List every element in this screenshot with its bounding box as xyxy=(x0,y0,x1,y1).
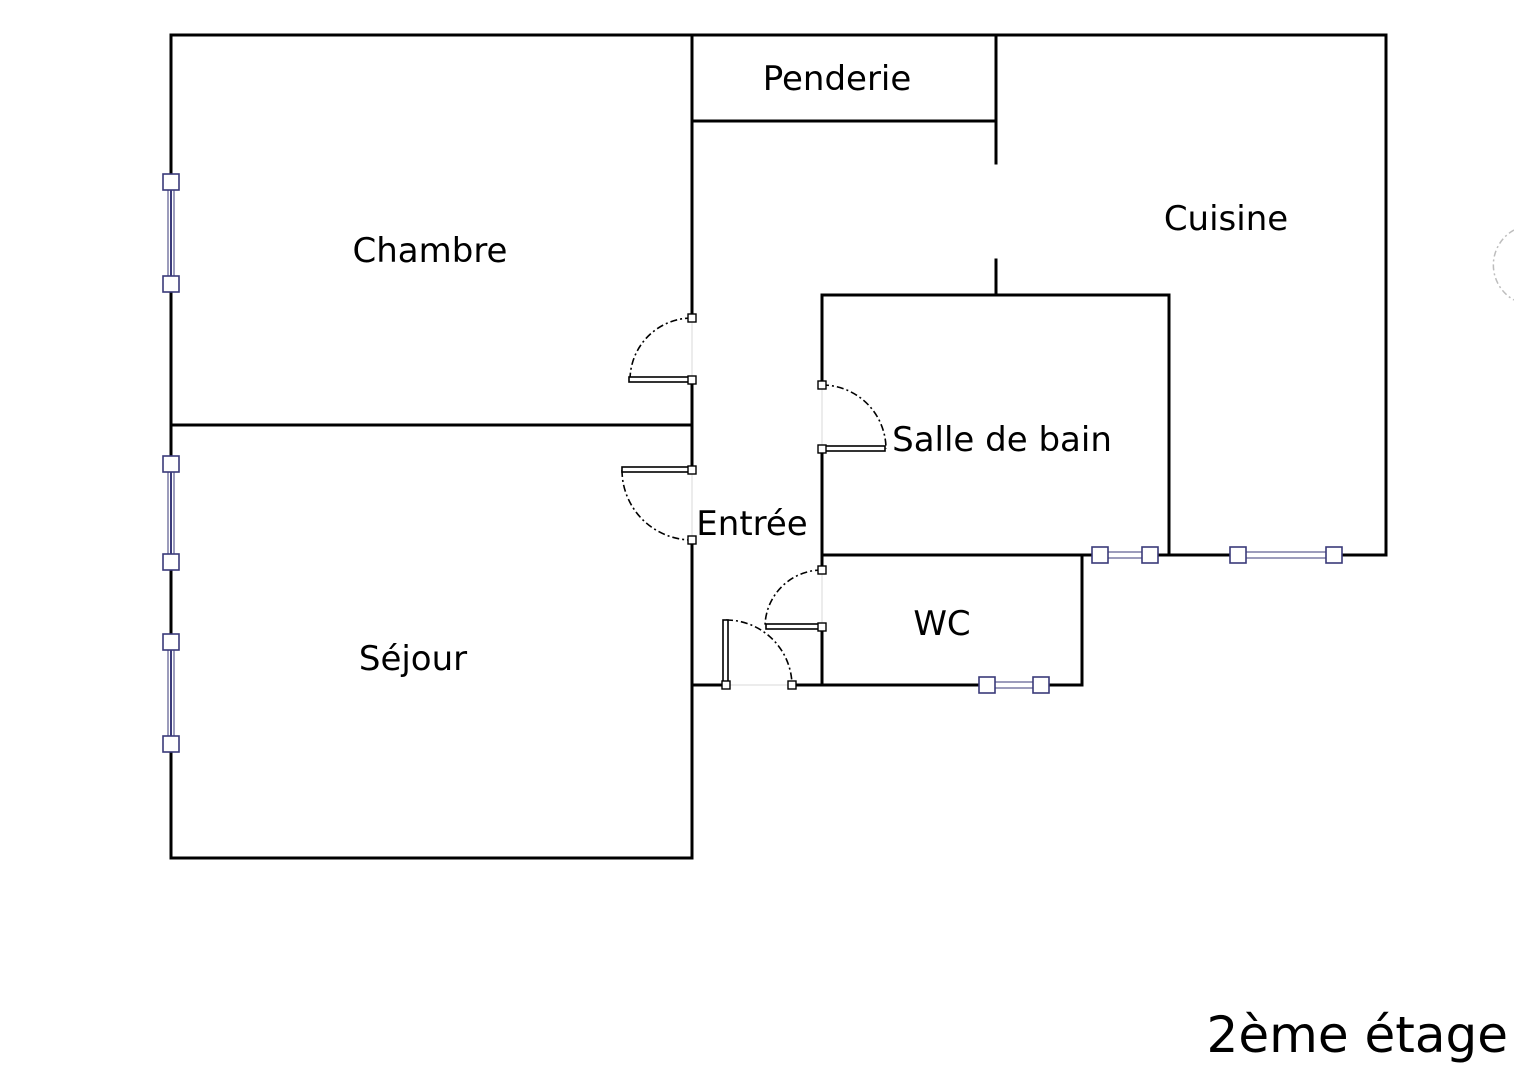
door-chambre xyxy=(628,313,697,385)
window-corner xyxy=(162,455,180,473)
window-salle-de-bain xyxy=(1091,546,1159,564)
doors xyxy=(621,313,887,690)
window-corner xyxy=(1141,546,1159,564)
window-corner xyxy=(162,633,180,651)
window-corner xyxy=(162,173,180,191)
walls xyxy=(169,33,1388,860)
window-wc xyxy=(978,676,1050,694)
door-entree xyxy=(721,619,797,690)
window-corner xyxy=(1091,546,1109,564)
room-label-entree: Entrée xyxy=(696,504,807,544)
door-salle-de-bain xyxy=(817,380,887,454)
window-corner xyxy=(162,735,180,753)
floor-label: 2ème étage xyxy=(1207,1006,1508,1064)
room-label-cuisine: Cuisine xyxy=(1164,199,1288,239)
window-corner xyxy=(162,553,180,571)
window-sejour-2 xyxy=(162,633,180,753)
room-label-penderie: Penderie xyxy=(763,59,912,99)
window-corner xyxy=(978,676,996,694)
room-label-salle-de-bain: Salle de bain xyxy=(892,420,1112,460)
room-label-sejour: Séjour xyxy=(359,639,467,679)
windows xyxy=(162,173,1343,753)
window-corner xyxy=(1032,676,1050,694)
room-label-wc: WC xyxy=(913,604,970,644)
window-corner xyxy=(162,275,180,293)
door-sejour xyxy=(621,465,697,545)
window-corner xyxy=(1229,546,1247,564)
door-wc xyxy=(764,565,827,632)
window-chambre xyxy=(162,173,180,293)
compass-fragment-icon xyxy=(1492,229,1514,301)
window-corner xyxy=(1325,546,1343,564)
room-labels: Penderie Chambre Cuisine Salle de bain E… xyxy=(353,59,1289,679)
room-label-chambre: Chambre xyxy=(353,231,508,271)
window-cuisine xyxy=(1229,546,1343,564)
window-sejour-1 xyxy=(162,455,180,571)
